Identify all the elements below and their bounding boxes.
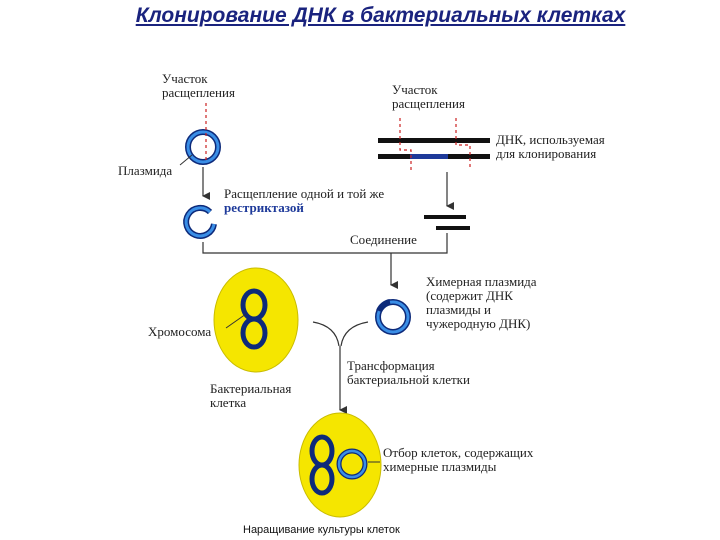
chromosome-label-pointer [225,313,247,329]
plasmid-label-pointer [179,154,193,166]
label-chromosome: Хромосома [148,324,212,339]
label-dna-for-cloning: ДНК, используемая для клонирования [496,132,605,161]
plasmid-icon [185,129,221,165]
dna-strands [378,138,490,159]
label-plasmid: Плазмида [118,163,173,178]
label-cleavage-site-right: Участок расщепления [392,82,465,111]
dna-cut-lines [399,118,471,170]
join-bracket [202,233,448,254]
page-title: Клонирование ДНК в бактериальных клетках [135,4,626,27]
label-restriction-enzyme: рестриктазой [224,200,304,215]
merge-right-curve [340,321,369,347]
chimeric-plasmid-icon [336,448,368,480]
bacterial-cell [213,267,299,373]
chromosome-icon [309,434,335,496]
label-cleavage-same: Расщепление одной и той же [224,186,385,201]
dna-fragment [424,215,470,230]
chimeric-plasmid-icon [375,299,411,335]
label-chimeric-plasmid: Химерная плазмида (содержит ДНК плазмиды… [426,274,537,331]
label-bacterial-cell: Бактериальная клетка [210,381,292,410]
label-cleavage-site-left: Участок расщепления [162,71,235,100]
label-selection: Отбор клеток, содержащих химерные плазми… [383,445,534,474]
chromosome-icon [240,288,268,350]
label-ligation: Соединение [350,232,417,247]
cut-plasmid-icon [183,204,217,239]
transformed-cell [298,412,382,518]
label-transformation: Трансформация бактериальной клетки [347,358,470,387]
footer-caption: Наращивание культуры клеток [243,524,400,536]
merge-left-curve [312,321,340,347]
